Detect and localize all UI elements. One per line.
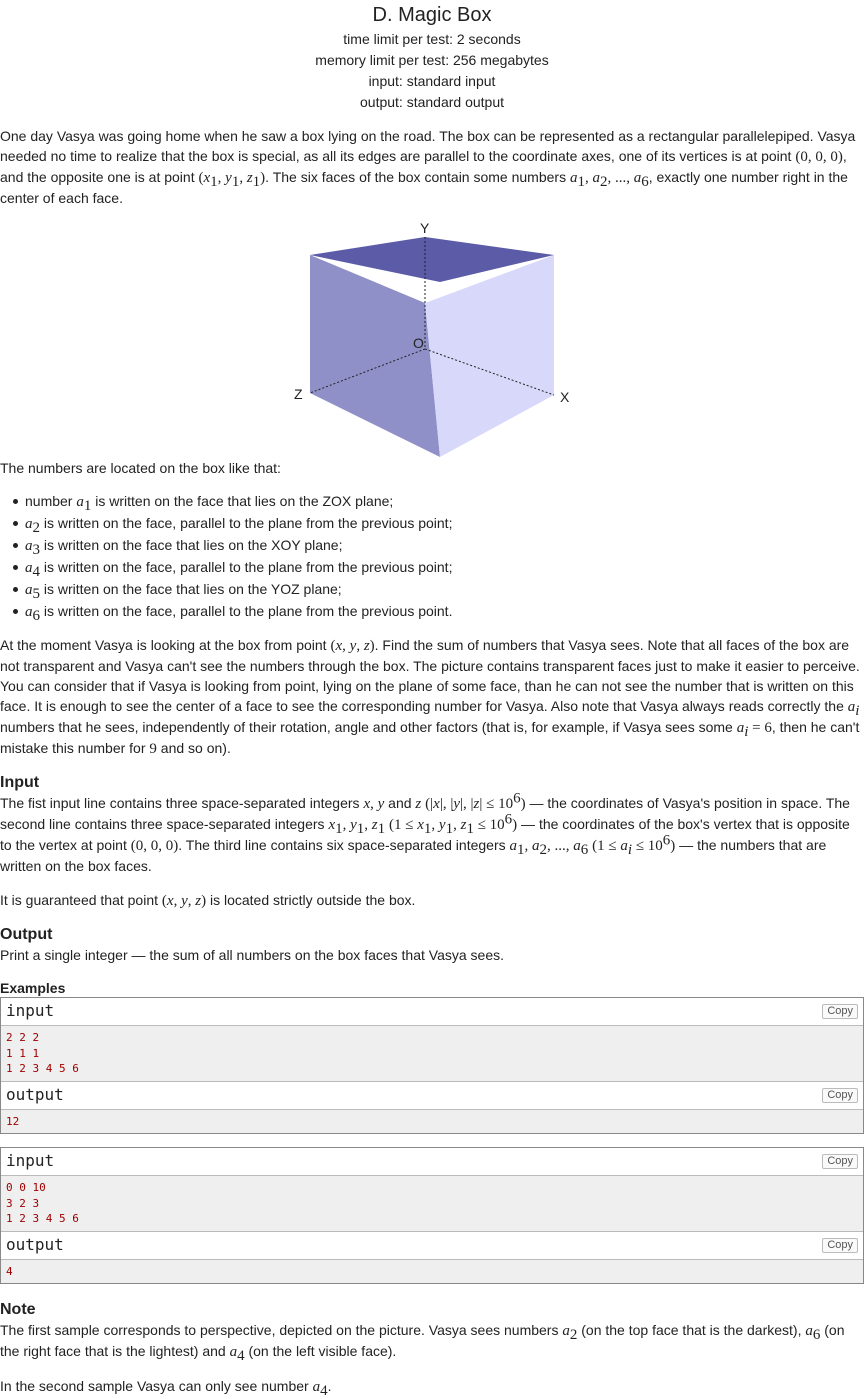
output-spec: output: standard output — [360, 94, 504, 110]
copy-button[interactable]: Copy — [822, 1154, 858, 1169]
statement-paragraph-2: At the moment Vasya is looking at the bo… — [0, 637, 860, 757]
list-item: a2 is written on the face, parallel to t… — [13, 512, 864, 535]
sample-test-1: input Copy 2 2 2 1 1 1 1 2 3 4 5 6 outpu… — [0, 997, 864, 1134]
y-axis-label: Y — [420, 220, 430, 236]
box-diagram: Y O Z X — [294, 220, 570, 457]
copy-button[interactable]: Copy — [822, 1087, 858, 1103]
problem-title: D. Magic Box — [372, 4, 492, 26]
output-paragraph: Print a single integer — the sum of all … — [0, 947, 505, 963]
sample-test-2: input Copy 0 0 10 3 2 3 1 2 3 4 5 6 outp… — [0, 1147, 864, 1284]
sample-output-header: output Copy — [1, 1231, 863, 1260]
list-item: number a1 is written on the face that li… — [13, 490, 864, 513]
z-axis-label: Z — [294, 386, 303, 402]
z-axis — [309, 348, 426, 394]
sample-input-content: 0 0 10 3 2 3 1 2 3 4 5 6 — [1, 1176, 863, 1232]
sample-output-content: 12 — [1, 1109, 863, 1133]
list-item: a5 is written on the face that lies on t… — [13, 578, 864, 601]
input-section-title: Input — [0, 774, 40, 791]
output-section-title: Output — [0, 926, 53, 943]
list-item: a6 is written on the face, parallel to t… — [13, 600, 864, 623]
sample-input-header: input Copy — [1, 998, 863, 1026]
list-item: a4 is written on the face, parallel to t… — [13, 556, 864, 579]
top-face — [310, 237, 554, 282]
examples-title: Examples — [0, 980, 66, 996]
problem-meta: time limit per test: 2 seconds memory li… — [0, 29, 864, 113]
list-item: a3 is written on the face that lies on t… — [13, 534, 864, 557]
input-paragraph-2: It is guaranteed that point (x, y, z) is… — [0, 892, 416, 909]
located-paragraph: The numbers are located on the box like … — [0, 460, 281, 476]
time-limit: time limit per test: 2 seconds — [343, 31, 521, 47]
sample-input-label: input — [6, 1151, 55, 1170]
problem-header: D. Magic Box time limit per test: 2 seco… — [0, 3, 864, 113]
sample-output-label: output — [6, 1084, 64, 1104]
sample-output-content: 4 — [1, 1259, 863, 1283]
left-face — [310, 255, 440, 457]
note-paragraph-1: The first sample corresponds to perspect… — [0, 1322, 845, 1364]
x-axis — [424, 348, 555, 396]
sample-output-label: output — [6, 1234, 64, 1254]
copy-button[interactable]: Copy — [822, 1237, 858, 1253]
copy-button[interactable]: Copy — [822, 1004, 858, 1019]
statement-paragraph-1: One day Vasya was going home when he saw… — [0, 128, 856, 206]
memory-limit: memory limit per test: 256 megabytes — [315, 52, 549, 68]
sample-input-label: input — [6, 1001, 55, 1020]
sample-input-content: 2 2 2 1 1 1 1 2 3 4 5 6 — [1, 1026, 863, 1082]
faces-list: number a1 is written on the face that li… — [0, 490, 864, 623]
input-paragraph-1: The fist input line contains three space… — [0, 790, 850, 874]
sample-output-header: output Copy — [1, 1081, 863, 1110]
origin-label: O — [413, 335, 424, 351]
note-paragraph-2: In the second sample Vasya can only see … — [0, 1378, 332, 1399]
box-figure: Y O Z X — [0, 208, 864, 458]
right-face — [425, 255, 554, 457]
x-axis-label: X — [560, 389, 570, 405]
sample-input-header: input Copy — [1, 1148, 863, 1176]
note-title: Note — [0, 1301, 36, 1318]
input-spec: input: standard input — [368, 73, 496, 89]
